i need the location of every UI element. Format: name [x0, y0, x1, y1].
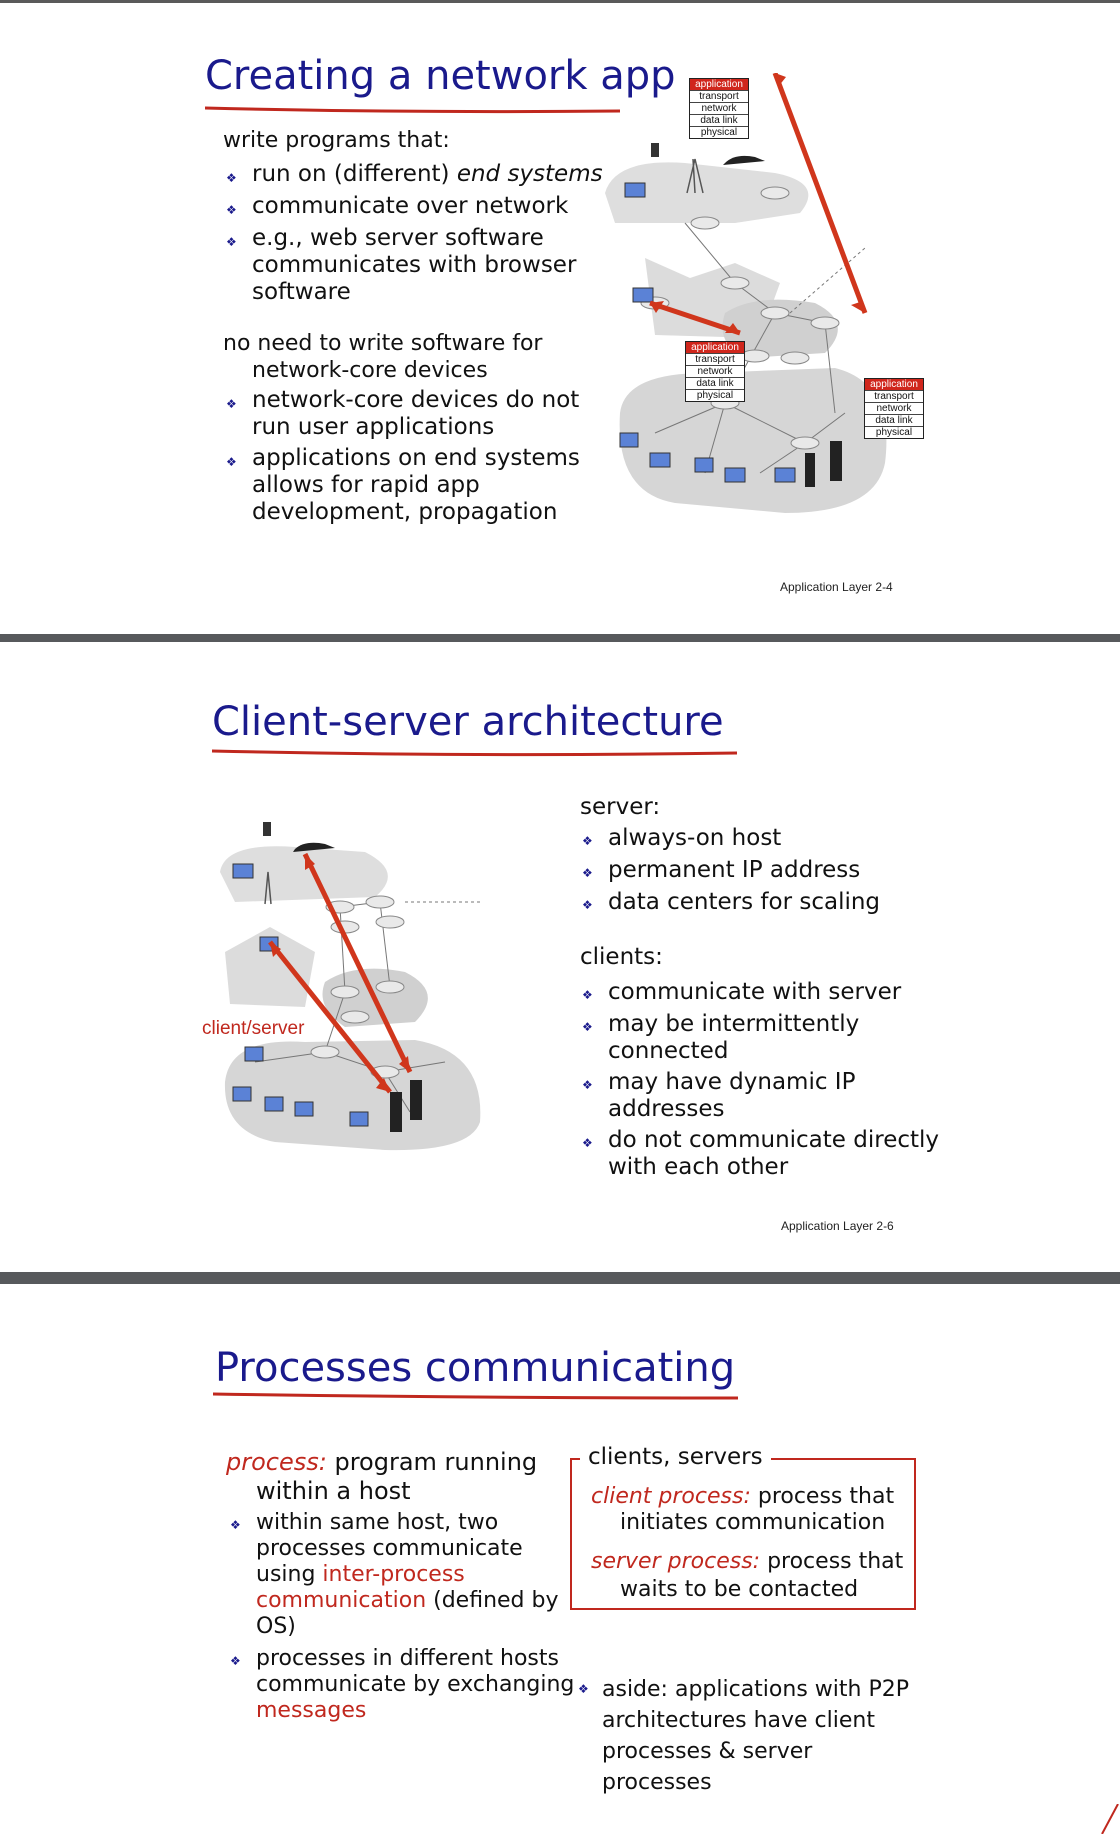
slide-title: Client-server architecture	[212, 699, 724, 745]
bullet-icon	[226, 171, 237, 185]
bullet-icon	[582, 1078, 593, 1092]
slide-title: Creating a network app	[205, 53, 676, 99]
page-curl-decoration	[1101, 1804, 1119, 1834]
bullet-run-on: run on (different) end systems	[252, 161, 603, 187]
bullet-icon	[226, 235, 237, 249]
bullet-icon	[582, 834, 593, 848]
home-network	[225, 927, 315, 1007]
bullet-eg-web: e.g., web server software communicates w…	[252, 225, 577, 305]
title-underline	[213, 1392, 739, 1400]
cell-tower-icon	[686, 158, 704, 194]
bullet-icon	[582, 866, 593, 880]
car-icon	[293, 842, 335, 852]
footer-page-label: Application Layer 2-6	[781, 1219, 894, 1233]
bullet-icon	[582, 988, 593, 1002]
arrow-line	[302, 852, 413, 1074]
phone-icon	[263, 822, 271, 836]
bullet-icon	[578, 1682, 589, 1696]
slide-processes-communicating: Processes communicating process: program…	[0, 1284, 1120, 1834]
laptop-icons	[619, 182, 796, 483]
bullet-same-host: within same host, two processes communic…	[256, 1510, 559, 1639]
heading-clients: clients:	[580, 944, 663, 970]
bullet-network-core: network-core devices do not run user app…	[252, 387, 580, 440]
bullet-icon	[582, 898, 593, 912]
bullet-always-on: always-on host	[608, 825, 782, 851]
server-icon	[830, 441, 842, 481]
heading-write-programs: write programs that:	[223, 128, 450, 153]
cloud-mobile	[220, 846, 388, 902]
footer-page-label: Application Layer 2-4	[780, 580, 893, 594]
bullet-applications: applications on end systems allows for r…	[252, 445, 580, 525]
process-definition: process: program running within a host	[226, 1448, 538, 1505]
client-server-diagram	[220, 822, 481, 1151]
cloud-mobile	[605, 162, 809, 223]
box-label: clients, servers	[580, 1444, 771, 1470]
arrow-line	[649, 300, 741, 336]
phone-icon	[651, 143, 659, 157]
car-icon	[723, 155, 765, 165]
bullet-icon	[226, 455, 237, 469]
isp-cloud	[722, 299, 838, 358]
bullet-different-hosts: processes in different hosts communicate…	[256, 1646, 575, 1723]
slide-title: Processes communicating	[215, 1345, 736, 1391]
server-process-definition: server process: process that waits to be…	[591, 1549, 904, 1602]
bullet-icon	[226, 397, 237, 411]
server-icon	[410, 1080, 422, 1120]
arrow-line	[772, 73, 868, 314]
heading-server: server:	[580, 794, 661, 820]
bullet-data-centers: data centers for scaling	[608, 889, 881, 915]
title-underline	[205, 106, 621, 114]
enterprise-network	[619, 368, 887, 513]
client-server-label: client/server	[202, 1018, 305, 1039]
cell-tower-icon	[264, 871, 272, 905]
title-underline	[212, 749, 738, 757]
server-icon	[805, 453, 815, 487]
bullet-communicate: communicate over network	[252, 193, 569, 219]
bullet-icon	[582, 1136, 593, 1150]
enterprise-network	[224, 1040, 481, 1151]
arrow-line	[268, 940, 392, 1094]
bullet-icon	[230, 1518, 241, 1532]
bullet-communicate-server: communicate with server	[608, 979, 902, 1005]
slide-creating-network-app: Creating a network app write programs th…	[0, 0, 1120, 634]
client-process-definition: client process: process that initiates c…	[591, 1484, 895, 1535]
bullet-icon	[230, 1654, 241, 1668]
bullet-icon	[226, 203, 237, 217]
slide-client-server: Client-server architecture	[0, 642, 1120, 1272]
network-diagram	[605, 73, 887, 513]
server-icon	[390, 1092, 402, 1132]
bullet-permanent-ip: permanent IP address	[608, 857, 861, 883]
aside-p2p: aside: applications with P2P architectur…	[602, 1677, 909, 1795]
heading-no-need: no need to write software for network-co…	[223, 331, 543, 383]
bullet-icon	[582, 1020, 593, 1034]
